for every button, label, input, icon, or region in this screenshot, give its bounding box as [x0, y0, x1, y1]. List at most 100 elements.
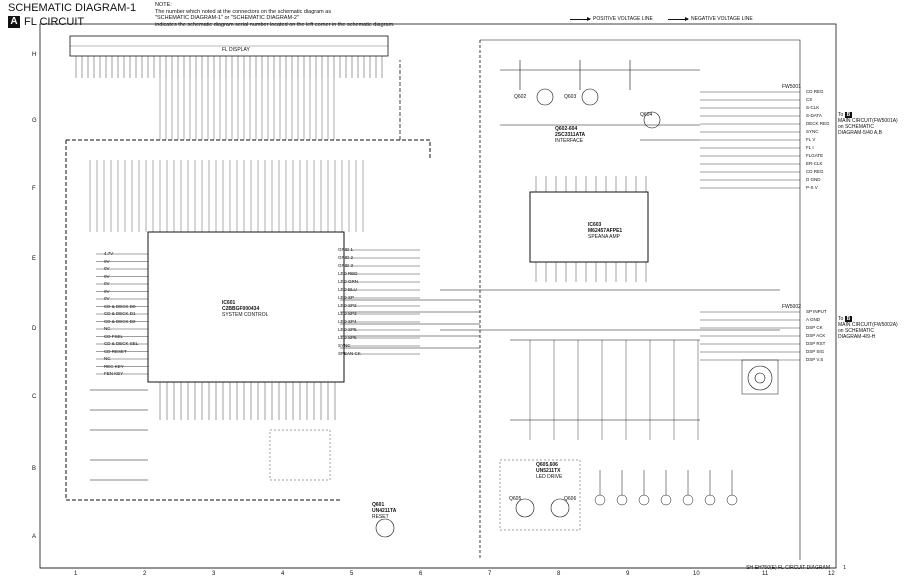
connector-pin-label: D GND — [806, 177, 821, 182]
target-tag: B — [844, 316, 853, 322]
fw5001-target: To B MAIN CIRCUIT(FW5001A) on SCHEMATIC … — [838, 112, 898, 136]
to-label: To — [838, 112, 844, 118]
ic601-name: IC601 — [222, 300, 236, 306]
connector-pin-label: DECK REG — [806, 121, 830, 126]
connector-pin-label: FLGATE — [806, 153, 824, 158]
connector-pin-label: SYNC — [806, 129, 819, 134]
connector-pin-label: DSP RST — [806, 341, 826, 346]
circuit-heading: A FL CIRCUIT — [8, 16, 84, 28]
fw5002-name: FW5002 — [782, 304, 801, 310]
ic601-desc: SYSTEM CONTROL — [222, 312, 269, 318]
q602-604-name: Q602-604 — [555, 126, 578, 132]
col-label: 7 — [488, 571, 492, 577]
target-tag: B — [844, 112, 853, 118]
ic-pin-label: 0V — [104, 281, 110, 286]
row-label: D — [32, 326, 37, 332]
led-icon — [660, 494, 672, 506]
q604-label: Q604 — [640, 112, 653, 118]
row-label: F — [32, 186, 36, 192]
connector-pin-label: CD REG — [806, 89, 824, 94]
ic603-part: M62457AFPE1 — [588, 228, 623, 234]
ic-pin-label: SYNC — [338, 343, 351, 348]
q601-name: Q601 — [372, 502, 385, 508]
ic-pin-label: LED GRN — [338, 279, 359, 284]
target-on: on SCHEMATIC — [838, 328, 875, 334]
note-line: The number which noted at the connectors… — [155, 8, 332, 15]
ic-pin-label: CD & DECK D0 — [104, 303, 136, 309]
col-label: 9 — [626, 571, 630, 577]
col-label: 1 — [74, 571, 78, 577]
note-line: NOTE: — [155, 2, 172, 8]
to-label: To — [838, 316, 844, 322]
q606-label: Q606 — [564, 496, 577, 502]
ic-pin-label: LED BLU — [338, 287, 357, 292]
ic-pin-label: LED SP5 — [338, 327, 357, 332]
connector-pin-label: FL V — [806, 137, 816, 142]
fw5001-name: FW5001 — [782, 84, 801, 90]
target-diagram: DIAGRAM-5/40 A,B — [838, 130, 882, 136]
ic-pin-label: LED RED — [338, 271, 358, 276]
connector-pin-label: FL I — [806, 145, 814, 150]
ic-pin-label: FEN KEY — [104, 371, 124, 376]
diagram-title: SCHEMATIC DIAGRAM-1 — [8, 2, 137, 14]
connector-pin-label: S-DATA — [806, 113, 822, 118]
connector-pin-label: P-S V — [806, 185, 818, 190]
ic601-part: C2BBGF000434 — [222, 306, 260, 312]
note-line: indicates the schematic diagram serial n… — [155, 21, 395, 28]
row-label: B — [32, 466, 37, 472]
ic-pin-label: LED SP2 — [338, 303, 357, 308]
ic-pin-label: NC — [104, 326, 111, 331]
ic-pin-label: LED SP4 — [338, 319, 357, 324]
led-icon — [594, 494, 606, 506]
q601-desc: RESET — [372, 514, 389, 520]
connector-pin-label: ER-CLK — [806, 161, 823, 166]
ic-pin-label: CD RESET — [104, 348, 127, 354]
ic-pin-label: CD & DECK SEL — [104, 341, 139, 346]
q601-part: UN4211TA — [372, 508, 397, 514]
q605-label: Q605 — [509, 496, 522, 502]
arrow-icon — [570, 16, 591, 21]
ic-pin-label: NC — [104, 356, 111, 361]
ic-pin-label: LED SP6 — [338, 335, 357, 340]
legend-negative-label: NEGATIVE VOLTAGE LINE — [691, 16, 753, 22]
q605-606-desc: LED DRIVE — [536, 474, 563, 480]
circuit-name: FL CIRCUIT — [24, 16, 85, 28]
row-label: C — [32, 394, 37, 400]
connector-pin-label: DSP CK — [806, 325, 823, 330]
q602-label: Q602 — [514, 94, 527, 100]
connector-pin-label: S-CLK — [806, 105, 820, 110]
arrow-icon — [668, 16, 689, 21]
ic-pin-label: 4.7V — [104, 251, 114, 256]
connector-pin-label: SP INPUT — [806, 309, 827, 314]
connector-pin-label: DSP SIG — [806, 349, 825, 354]
col-label: 5 — [350, 571, 354, 577]
target-circuit: MAIN CIRCUIT(FW5002A) — [838, 322, 898, 328]
col-label: 8 — [557, 571, 561, 577]
q602-604-part: 2SC3311ATA — [555, 132, 586, 138]
note-line: "SCHEMATIC DIAGRAM-1" or "SCHEMATIC DIAG… — [155, 15, 299, 21]
ic-pin-label: 0V — [104, 296, 110, 301]
connector-pin-label: CD REG — [806, 169, 824, 174]
col-label: 2 — [143, 571, 147, 577]
connector-pin-label: DSP ACK — [806, 333, 826, 338]
ic-pin-label: CD & DECK D2 — [104, 318, 136, 324]
col-label: 11 — [762, 571, 769, 577]
col-label: 4 — [281, 571, 285, 577]
col-label: 3 — [212, 571, 216, 577]
ic-pin-label: REC KEY — [104, 363, 124, 369]
ic-pin-label: GRID 3 — [338, 263, 354, 268]
ic-pin-label: LED SP3 — [338, 311, 357, 316]
q603-label: Q603 — [564, 94, 577, 100]
ic-pin-label: SPEAN CK — [338, 351, 361, 356]
footer-caption: SH-EH750(E) FL CIRCUIT DIAGRAM — [746, 565, 830, 571]
led-icon — [726, 494, 738, 506]
ic603-name: IC603 — [588, 222, 602, 228]
note-block: NOTE: The number which noted at the conn… — [155, 2, 455, 28]
target-diagram: DIAGRAM-4/9-H — [838, 334, 876, 340]
fw5002-target: To B MAIN CIRCUIT(FW5002A) on SCHEMATIC … — [838, 316, 898, 340]
